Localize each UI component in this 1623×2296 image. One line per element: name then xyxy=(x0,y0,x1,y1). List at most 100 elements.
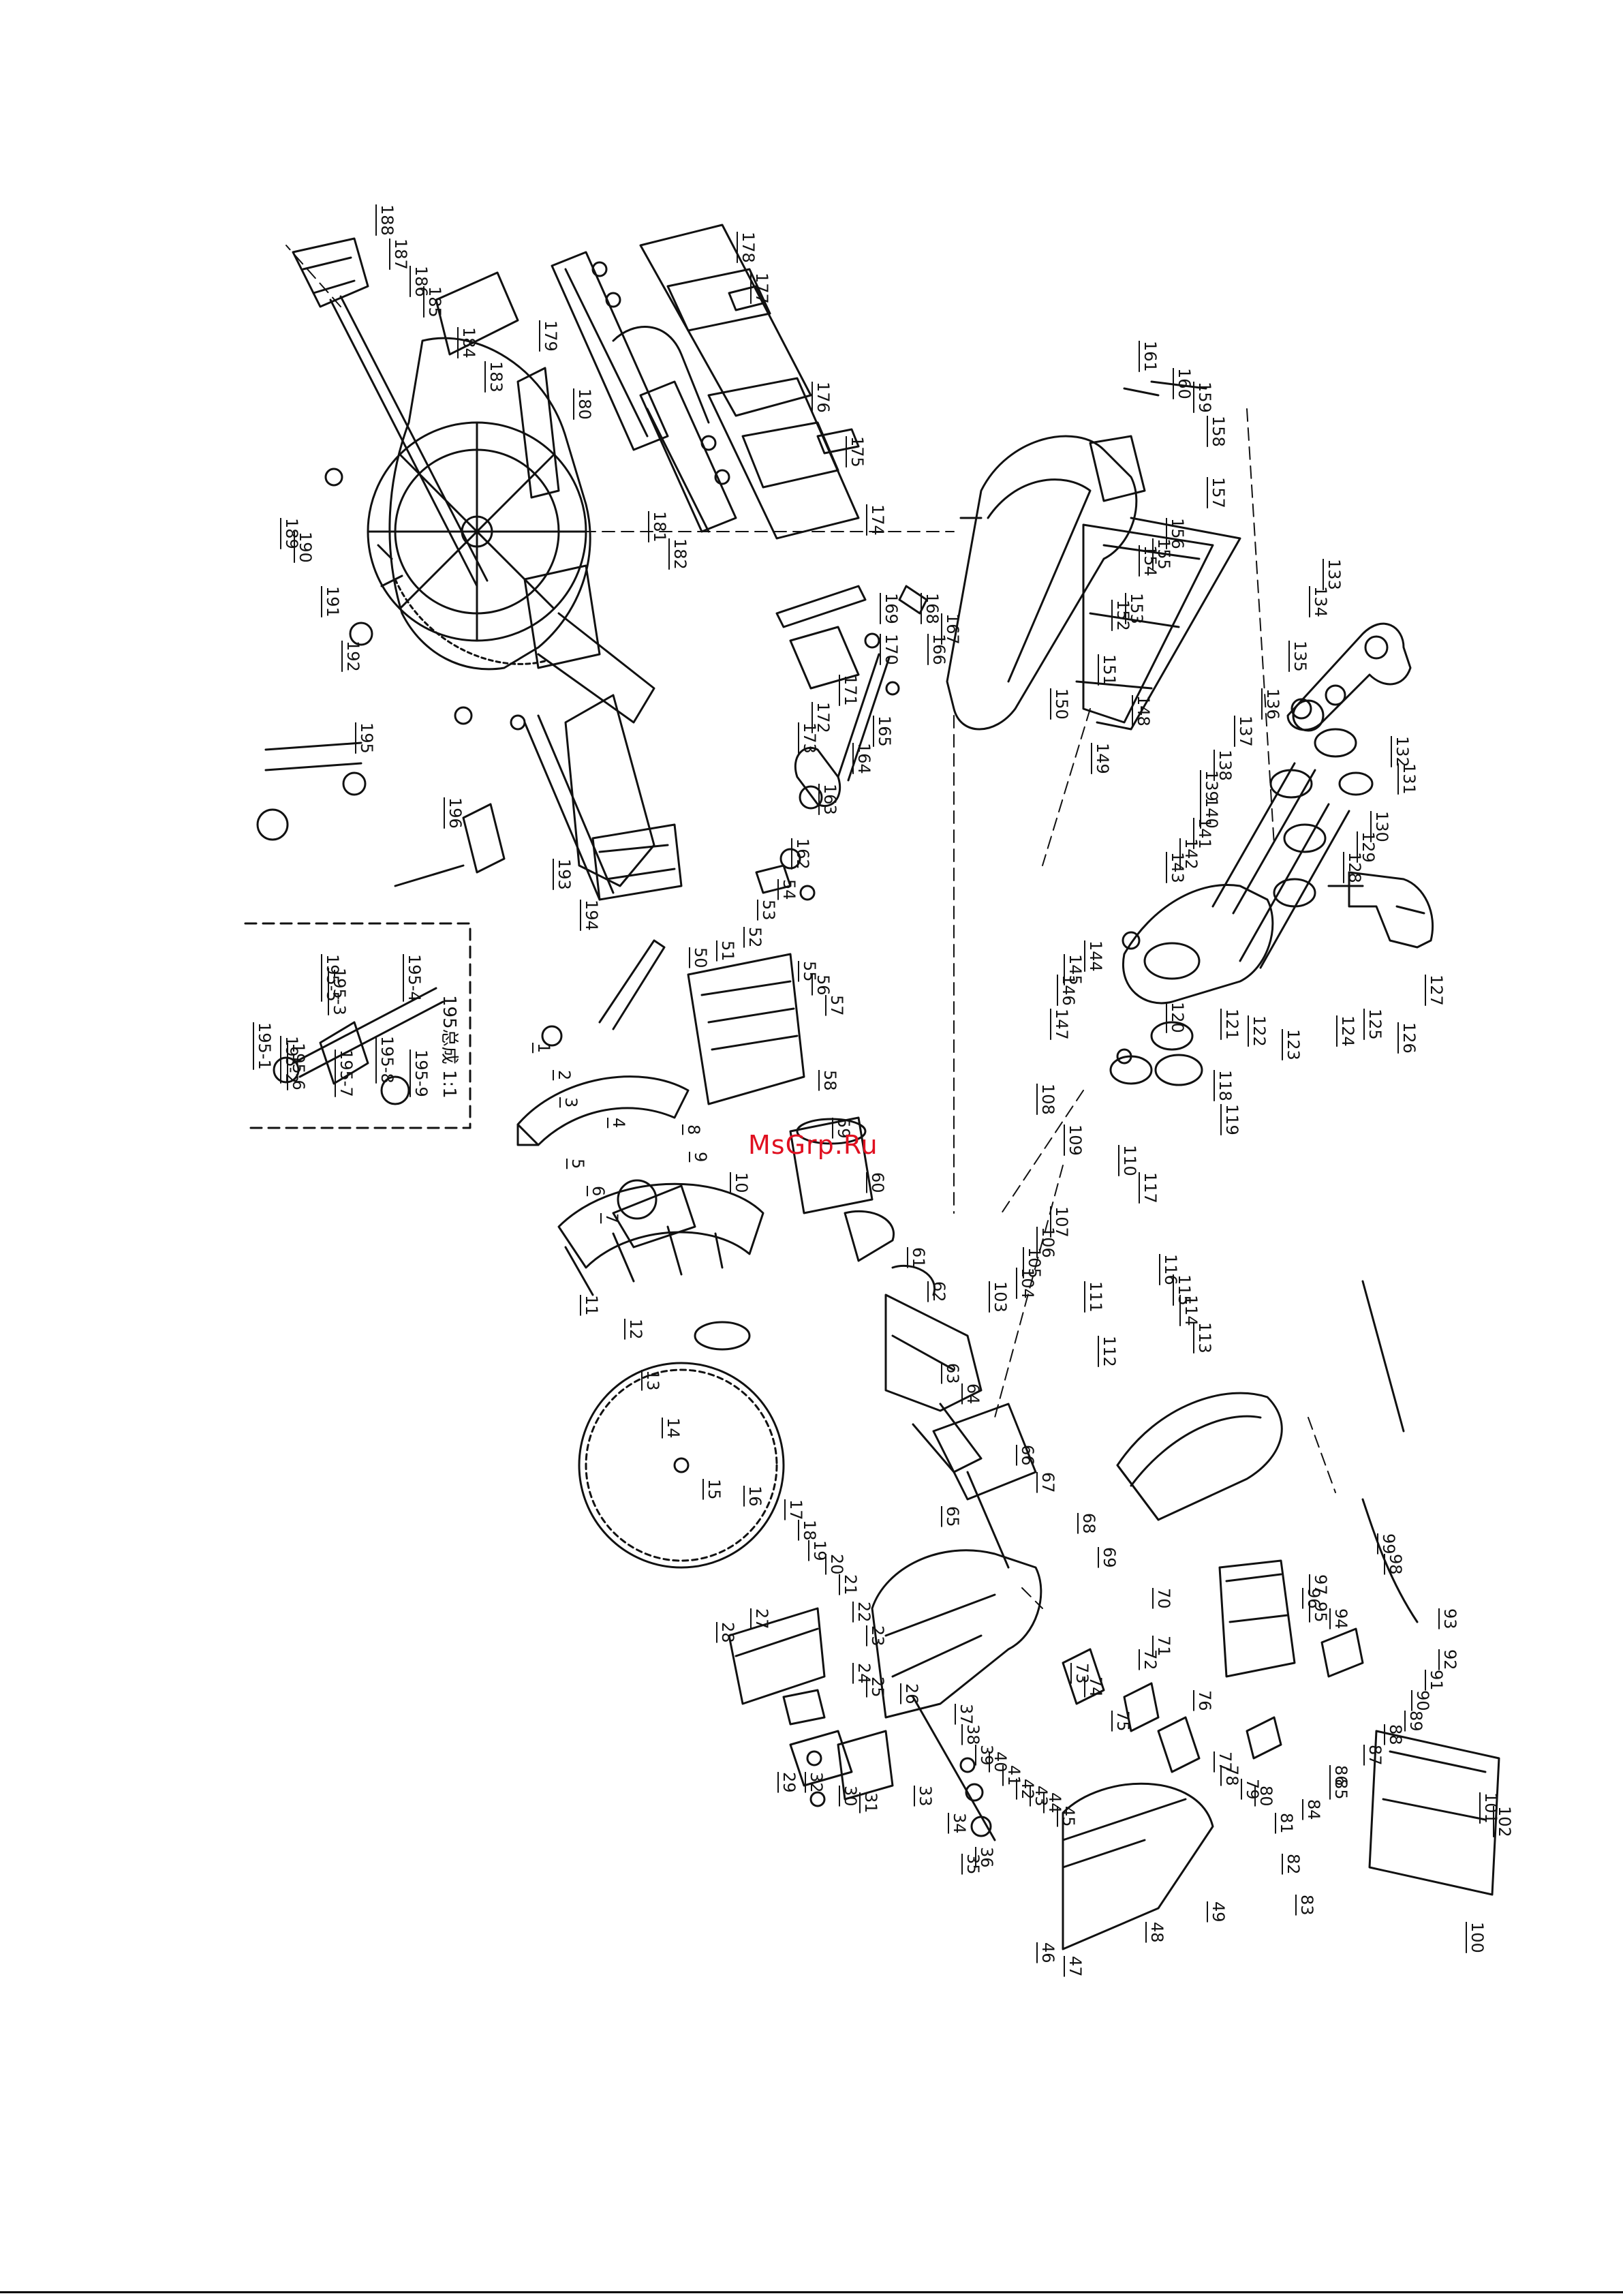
callout-41: 41 xyxy=(1004,1765,1023,1786)
callout-85: 85 xyxy=(1331,1779,1350,1800)
inset-frame xyxy=(244,741,506,1129)
callout-74: 74 xyxy=(1086,1677,1105,1698)
callout-170: 170 xyxy=(882,634,901,665)
callout-26: 26 xyxy=(902,1683,921,1704)
callout-77: 77 xyxy=(1216,1751,1235,1773)
callout-180: 180 xyxy=(575,388,594,420)
callout-56: 56 xyxy=(814,975,833,996)
callout-158: 158 xyxy=(1209,416,1228,447)
callout-171: 171 xyxy=(841,675,860,706)
callout-143: 143 xyxy=(1168,852,1187,883)
callout-54: 54 xyxy=(779,879,799,900)
callout-181: 181 xyxy=(650,511,669,542)
callout-44: 44 xyxy=(1045,1792,1064,1813)
callout-17: 17 xyxy=(786,1499,805,1520)
callout-100: 100 xyxy=(1468,1922,1487,1953)
callout-96: 96 xyxy=(1304,1588,1323,1609)
callout-5: 5 xyxy=(568,1159,587,1169)
callout-55: 55 xyxy=(800,961,819,982)
callout-2: 2 xyxy=(555,1070,574,1080)
callout-188: 188 xyxy=(377,204,397,236)
callout-7: 7 xyxy=(602,1213,621,1223)
callout-123: 123 xyxy=(1284,1029,1303,1060)
callout-16: 16 xyxy=(745,1486,764,1507)
callout-194: 194 xyxy=(582,900,601,931)
callout-174: 174 xyxy=(868,504,887,536)
callout-101: 101 xyxy=(1481,1792,1500,1824)
callout-139: 139 xyxy=(1202,770,1221,801)
callout-89: 89 xyxy=(1406,1711,1425,1732)
callout-105: 105 xyxy=(1025,1247,1044,1279)
callout-70: 70 xyxy=(1154,1588,1173,1609)
callout-102: 102 xyxy=(1495,1806,1514,1837)
callout-66: 66 xyxy=(1018,1445,1037,1466)
callout-166: 166 xyxy=(929,634,948,665)
callout-69: 69 xyxy=(1100,1547,1119,1568)
blade-guard-drawing xyxy=(516,848,1037,1569)
callout-28: 28 xyxy=(718,1622,737,1643)
callout-112: 112 xyxy=(1100,1336,1119,1367)
callout-35: 35 xyxy=(963,1854,983,1875)
callout-115: 115 xyxy=(1175,1274,1194,1306)
callout-163: 163 xyxy=(820,784,839,815)
callout-110: 110 xyxy=(1120,1145,1139,1176)
callout-57: 57 xyxy=(827,995,846,1016)
callout-178: 178 xyxy=(739,232,758,263)
callout-160: 160 xyxy=(1175,368,1194,399)
callout-151: 151 xyxy=(1100,654,1119,686)
callout-141: 141 xyxy=(1195,818,1214,849)
callout-11: 11 xyxy=(582,1295,601,1316)
callout-82: 82 xyxy=(1284,1854,1303,1875)
callout-187: 187 xyxy=(391,239,410,270)
callout-99: 99 xyxy=(1379,1533,1398,1555)
callout-18: 18 xyxy=(800,1520,819,1541)
callout-84: 84 xyxy=(1304,1799,1323,1820)
callout-81: 81 xyxy=(1277,1813,1296,1834)
callout-145: 145 xyxy=(1066,954,1085,985)
callout-135: 135 xyxy=(1290,641,1310,672)
callout-127: 127 xyxy=(1427,975,1446,1006)
callout-176: 176 xyxy=(814,382,833,413)
callout-126: 126 xyxy=(1400,1022,1419,1054)
callout-195-3: 195-3 xyxy=(330,968,349,1015)
callout-195-5: 195-5 xyxy=(323,954,342,1002)
callout-34: 34 xyxy=(950,1813,969,1834)
callout-124: 124 xyxy=(1338,1015,1357,1047)
callout-14: 14 xyxy=(664,1418,683,1439)
callout-189: 189 xyxy=(282,518,301,549)
callout-168: 168 xyxy=(923,593,942,624)
callout-131: 131 xyxy=(1400,763,1419,795)
callout-132: 132 xyxy=(1393,736,1412,767)
callout-195-7: 195-7 xyxy=(337,1050,356,1097)
callout-42: 42 xyxy=(1018,1779,1037,1800)
callout-86: 86 xyxy=(1331,1765,1350,1786)
callout-79: 79 xyxy=(1243,1779,1262,1800)
callout-58: 58 xyxy=(820,1070,839,1091)
callout-23: 23 xyxy=(868,1625,887,1647)
callout-179: 179 xyxy=(541,320,560,352)
callout-9: 9 xyxy=(691,1152,710,1162)
callout-177: 177 xyxy=(752,273,771,304)
callout-121: 121 xyxy=(1222,1009,1241,1040)
callout-30: 30 xyxy=(841,1786,860,1807)
callout-111: 111 xyxy=(1086,1281,1105,1313)
callout-49: 49 xyxy=(1209,1901,1228,1923)
callout-154: 154 xyxy=(1141,545,1160,577)
callout-195-9: 195-9 xyxy=(412,1050,431,1097)
callout-192: 192 xyxy=(343,641,362,672)
callout-103: 103 xyxy=(991,1281,1010,1313)
callout-193: 193 xyxy=(555,859,574,890)
callout-152: 152 xyxy=(1113,600,1132,631)
callout-61: 61 xyxy=(909,1247,928,1268)
callout-155: 155 xyxy=(1154,538,1173,570)
cover-plate-drawing xyxy=(728,1607,996,1841)
callout-68: 68 xyxy=(1079,1513,1098,1534)
callout-186: 186 xyxy=(412,266,431,297)
callout-92: 92 xyxy=(1440,1649,1459,1670)
callout-36: 36 xyxy=(977,1847,996,1868)
callout-108: 108 xyxy=(1038,1084,1057,1115)
callout-88: 88 xyxy=(1386,1724,1405,1745)
callout-95: 95 xyxy=(1311,1602,1330,1623)
callout-33: 33 xyxy=(916,1786,935,1807)
